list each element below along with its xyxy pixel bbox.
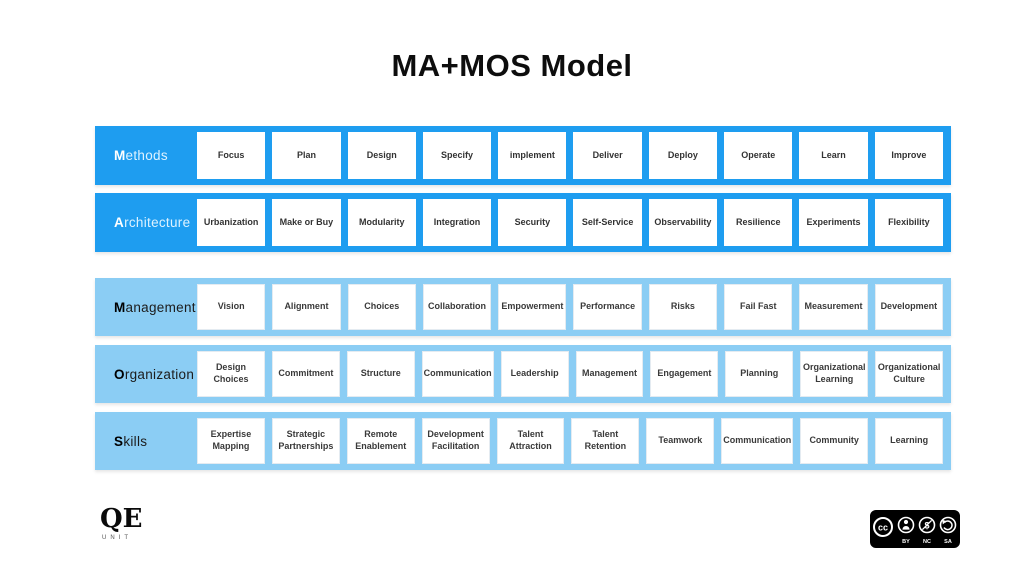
cell: Engagement (650, 351, 719, 397)
cell: Observability (648, 199, 718, 246)
cell: Focus (197, 132, 266, 179)
cell: Measurement (799, 284, 868, 330)
band-label-initial: S (114, 433, 124, 449)
qe-logo-text: QE (100, 504, 143, 534)
cell: Performance (573, 284, 642, 330)
cell: Talent Attraction (496, 418, 565, 464)
cell-row: Expertise Mapping Strategic Partnerships… (197, 412, 951, 470)
cell: Plan (272, 132, 341, 179)
cell: Leadership (500, 351, 569, 397)
page-title: MA+MOS Model (391, 48, 633, 83)
cell: Communication (721, 418, 794, 464)
cell-row: Focus Plan Design Specify implement Deli… (197, 126, 951, 185)
cell: Empowerment (498, 284, 567, 330)
cell: Structure (346, 351, 415, 397)
band-label-initial: M (114, 299, 126, 315)
cell: Design Choices (197, 351, 265, 397)
cell: Expertise Mapping (197, 418, 265, 464)
band-label-rest: anagement (125, 299, 196, 315)
cell: Commitment (271, 351, 340, 397)
cell: Resilience (724, 199, 793, 246)
cell: Operate (724, 132, 793, 179)
cell: Learning (875, 418, 944, 464)
cell: Choices (347, 284, 416, 330)
cell: Strategic Partnerships (271, 418, 340, 464)
qe-logo-subtext: UNIT (102, 535, 132, 541)
cc-nc-icon: $ (918, 516, 936, 534)
cell: Collaboration (422, 284, 492, 330)
cell: Planning (725, 351, 794, 397)
cell: Organizational Learning (800, 351, 869, 397)
cell: Modularity (347, 199, 416, 246)
cell: Talent Retention (571, 418, 640, 464)
cell-row: Vision Alignment Choices Collaboration E… (197, 278, 951, 336)
cell: Integration (422, 199, 492, 246)
cell: Communication (421, 351, 494, 397)
cell: Risks (648, 284, 718, 330)
cc-term-sa: SA (944, 539, 952, 545)
cell: Deliver (573, 132, 642, 179)
cell: Fail Fast (724, 284, 793, 330)
cell-row: Design Choices Commitment Structure Comm… (197, 345, 951, 403)
band-label-initial: M (114, 148, 126, 163)
cell: Vision (197, 284, 266, 330)
cc-by-icon (897, 516, 915, 534)
cell: Flexibility (874, 199, 943, 246)
cell-row: Urbanization Make or Buy Modularity Inte… (197, 193, 951, 252)
cell: Design (347, 132, 416, 179)
cell: implement (498, 132, 567, 179)
cell: Improve (874, 132, 943, 179)
cell: Community (800, 418, 869, 464)
cell: Specify (422, 132, 492, 179)
band-label-initial: O (114, 366, 125, 382)
cell: Deploy (648, 132, 718, 179)
cell: Security (498, 199, 567, 246)
cell: Alignment (272, 284, 341, 330)
cell: Learn (799, 132, 868, 179)
cell: Organizational Culture (875, 351, 944, 397)
cell: Development Facilitation (421, 418, 490, 464)
band-label-rest: kills (123, 433, 148, 449)
cell: Remote Enablement (346, 418, 415, 464)
cc-icon: cc (873, 517, 893, 537)
cc-badge-background (870, 510, 960, 548)
qe-unit-logo: QE UNIT (100, 506, 142, 541)
band-label-initial: A (114, 215, 125, 230)
cell: Teamwork (646, 418, 715, 464)
cell: Urbanization (197, 199, 266, 246)
cc-term-nc: NC (923, 539, 931, 545)
cc-sa-icon (939, 516, 957, 534)
cell: Self-Service (573, 199, 642, 246)
creative-commons-by-nc-sa-badge: cc $ BY NC SA (870, 510, 960, 548)
cell: Make or Buy (272, 199, 341, 246)
band-label-rest: ethods (125, 148, 168, 163)
band-label-rest: rchitecture (124, 215, 191, 230)
cell: Management (575, 351, 644, 397)
cell: Experiments (799, 199, 868, 246)
cell: Development (874, 284, 943, 330)
band-label-rest: rganization (124, 366, 195, 382)
cc-term-by: BY (902, 539, 910, 545)
svg-text:cc: cc (878, 523, 888, 533)
